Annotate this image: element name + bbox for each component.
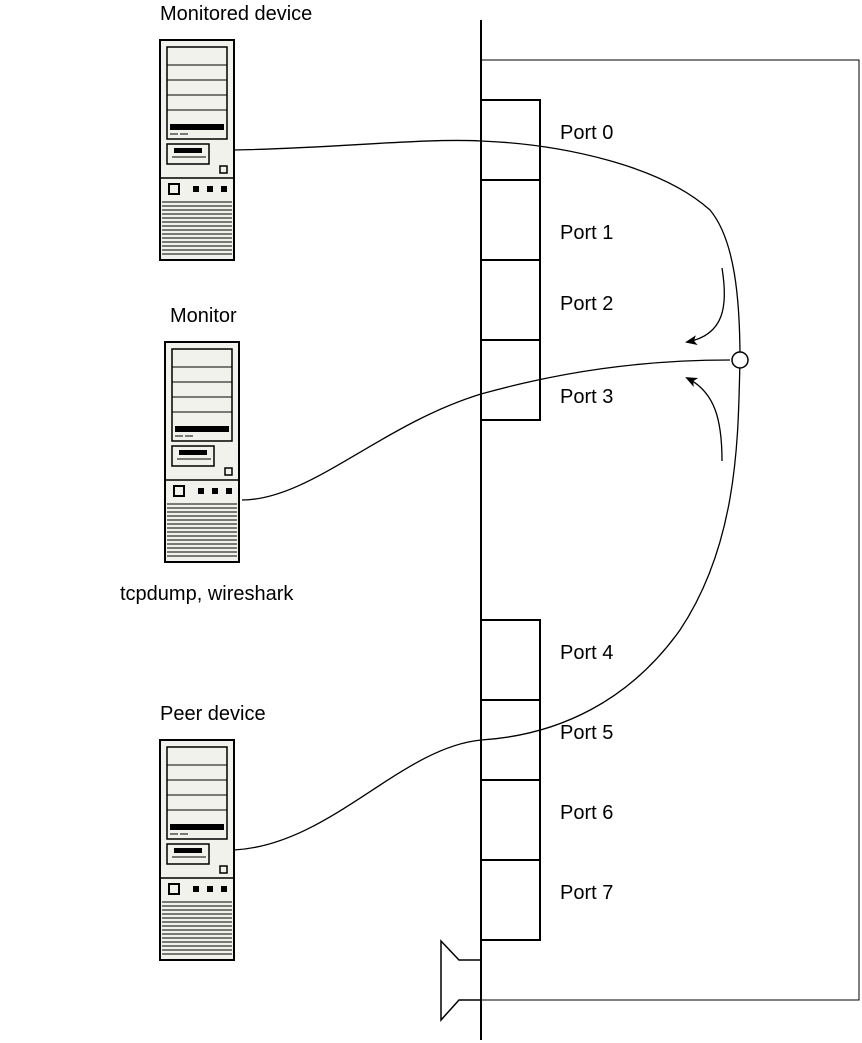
peer-device[interactable] xyxy=(159,739,235,961)
port-2-label: Port 2 xyxy=(560,293,613,315)
port-group-lower xyxy=(480,619,541,941)
port-6-box[interactable] xyxy=(480,779,541,861)
monitored-device-label: Monitored device xyxy=(160,3,312,25)
mirror-arrow-lower-icon xyxy=(685,377,723,462)
port-4-box[interactable] xyxy=(480,619,541,701)
port-5-label: Port 5 xyxy=(560,722,613,744)
monitored-device[interactable] xyxy=(159,39,235,261)
port-group-upper xyxy=(480,99,541,421)
port-3-box[interactable] xyxy=(480,339,541,421)
port-5-box[interactable] xyxy=(480,699,541,781)
port-0-box[interactable] xyxy=(480,99,541,181)
peer-device-tower-icon xyxy=(159,739,235,961)
monitor-software-label: tcpdump, wireshark xyxy=(120,583,294,605)
port-1-label: Port 1 xyxy=(560,222,613,244)
port-0-label: Port 0 xyxy=(560,122,613,144)
port-4-label: Port 4 xyxy=(560,642,613,664)
switch-chassis xyxy=(440,20,860,1040)
monitor-device-tower-icon xyxy=(164,341,240,563)
mounting-bracket-icon xyxy=(440,939,481,1022)
port-3-label: Port 3 xyxy=(560,386,613,408)
monitor-device-label: Monitor xyxy=(170,305,237,327)
port-1-box[interactable] xyxy=(480,179,541,261)
port-2-box[interactable] xyxy=(480,259,541,341)
port-6-label: Port 6 xyxy=(560,802,613,824)
peer-device-label: Peer device xyxy=(160,703,266,725)
port-7-box[interactable] xyxy=(480,859,541,941)
cable-mirror-point-to-monitor xyxy=(241,359,731,501)
mirror-arrow-upper-icon xyxy=(685,267,726,346)
monitored-device-tower-icon xyxy=(159,39,235,261)
cable-peer-to-mirror-point xyxy=(233,359,741,851)
mirror-point-icon xyxy=(731,351,749,369)
cable-monitored-to-mirror-point xyxy=(233,139,741,361)
port-7-label: Port 7 xyxy=(560,882,613,904)
monitor-device[interactable] xyxy=(164,341,240,563)
cables xyxy=(233,139,741,851)
